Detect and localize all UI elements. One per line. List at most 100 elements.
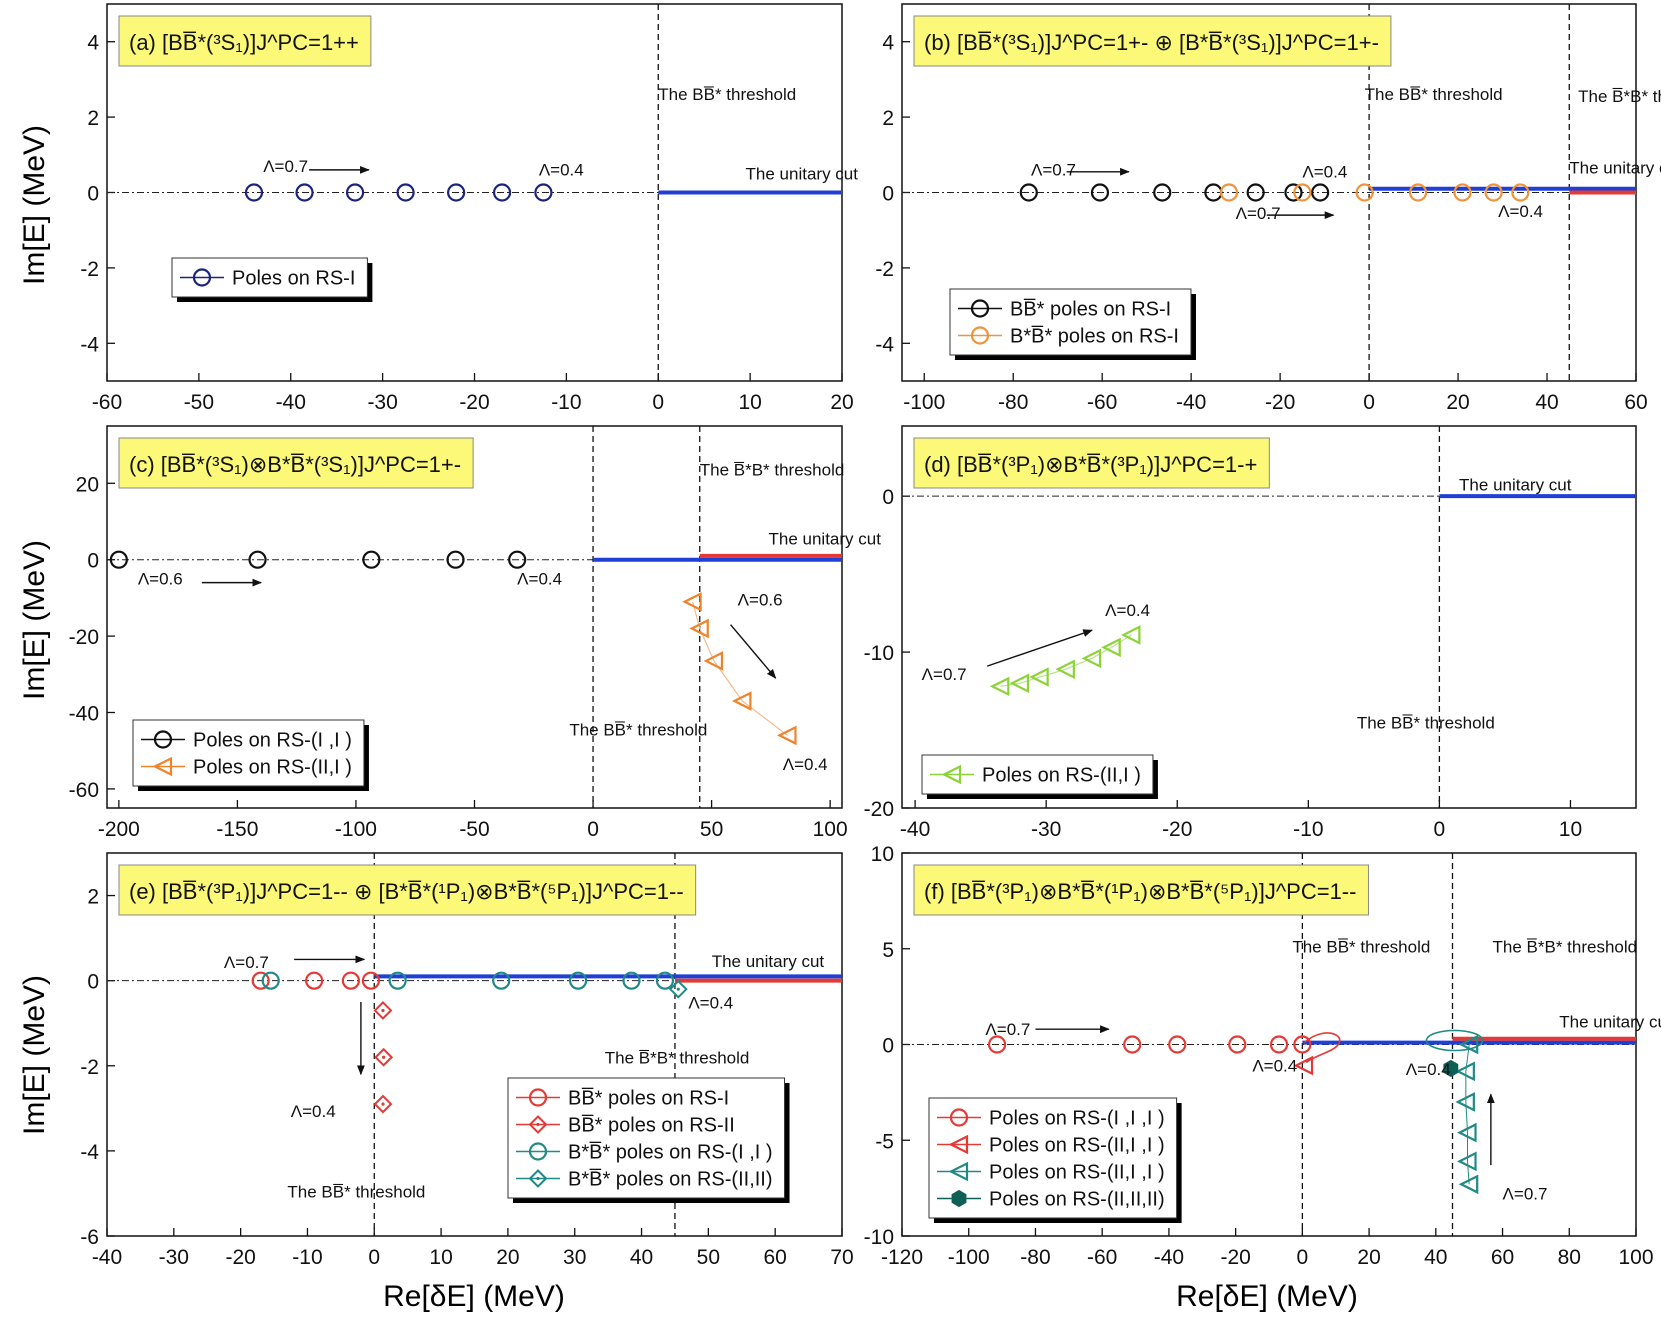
x-tick-label: 20	[496, 1246, 519, 1269]
annotation-0-4: Λ=0.4	[291, 1102, 336, 1121]
x-tick-label: -100	[948, 1246, 990, 1269]
series-poles-on-rs-ii-i-i	[1455, 1034, 1479, 1195]
title-box	[118, 15, 372, 67]
x-tick-label: -20	[459, 391, 489, 414]
x-tick-label: 80	[1558, 1246, 1581, 1269]
series-poles-on-rs-i	[244, 183, 553, 202]
data-point	[345, 183, 365, 202]
title-text: (a) [BB̅*(³S₁)]J^PC=1++	[129, 30, 359, 55]
x-tick-label: -20	[225, 1246, 255, 1269]
x-tick-label: -40	[900, 818, 930, 841]
y-tick-label: 2	[87, 886, 99, 909]
data-point	[1284, 183, 1303, 202]
data-point	[777, 725, 797, 746]
legend-marker	[153, 730, 173, 749]
data-point	[446, 550, 465, 569]
y-tick-label: 5	[882, 939, 894, 962]
panel-title: (a) [BB̅*(³S₁)]J^PC=1++	[118, 15, 372, 67]
x-tick-label: 20	[1357, 1246, 1380, 1269]
x-tick-label: 60	[1624, 391, 1647, 414]
x-tick-label: -60	[92, 391, 122, 414]
data-point	[447, 183, 466, 202]
data-point	[1457, 1122, 1477, 1143]
data-point	[731, 691, 752, 711]
data-point	[373, 1001, 393, 1020]
data-point	[1455, 1092, 1475, 1112]
y-tick-label: -4	[80, 333, 99, 356]
y-tick-label: 2	[87, 107, 99, 130]
x-tick-label: -20	[1162, 818, 1192, 841]
annotation-the-bb-threshold: The BB̅* threshold	[1357, 713, 1495, 732]
data-point	[1009, 673, 1030, 694]
x-tick-label: 0	[1297, 1246, 1309, 1269]
legend-label: Poles on RS-(II,II,II)	[989, 1189, 1165, 1211]
title-box	[913, 15, 1392, 67]
data-point	[244, 183, 264, 202]
annotation-the-bb-threshold: The BB̅* threshold	[569, 720, 707, 739]
panel-title: (e) [BB̅*(³P₁)]J^PC=1-- ⊕ [B*B̅*(¹P₁)⊗B*…	[118, 864, 697, 916]
data-point	[703, 651, 724, 671]
legend: Poles on RS-I	[171, 257, 373, 302]
annotation-0-4: Λ=0.4	[1498, 202, 1543, 221]
legend-marker	[948, 1134, 969, 1155]
legend-label: Poles on RS-(II,I )	[982, 765, 1141, 787]
legend-marker	[970, 326, 990, 345]
x-tick-label: 10	[1559, 818, 1582, 841]
direction-arrow	[730, 624, 777, 679]
annotation-0-4: Λ=0.4	[1302, 162, 1347, 181]
x-tick-label: -50	[184, 391, 214, 414]
data-point	[1457, 1151, 1477, 1172]
data-point	[361, 971, 381, 990]
title-text: (b) [BB̅*(³S₁)]J^PC=1+- ⊕ [B*B̅*(³S₁)]J^…	[924, 30, 1379, 55]
x-tick-label: -10	[292, 1246, 322, 1269]
data-point	[508, 550, 527, 569]
x-tick-label: -10	[1293, 818, 1323, 841]
legend-marker	[528, 1088, 548, 1107]
legend-marker	[528, 1169, 548, 1188]
x-tick-label: -120	[881, 1246, 923, 1269]
series-b-b-poles-on-rs-i-i	[261, 971, 675, 990]
data-point	[1453, 183, 1472, 202]
data-point	[622, 971, 641, 990]
legend-label: Poles on RS-(II,I )	[193, 757, 352, 779]
title-box	[913, 864, 1369, 916]
legend-label: BB̅* poles on RS-II	[568, 1114, 735, 1137]
annotation-the-b-b-threshold: The B̅*B* threshold	[1578, 87, 1661, 106]
annotation-0-4: Λ=0.4	[1252, 1056, 1297, 1075]
annotation-0-6: Λ=0.6	[138, 570, 183, 589]
data-point	[1101, 637, 1121, 658]
annotation-the-bb-threshold: The BB̅* threshold	[287, 1183, 425, 1202]
series-poles-on-rs-ii-i	[682, 591, 797, 746]
legend-label: B*B̅* poles on RS-I	[1010, 325, 1179, 348]
x-tick-label: 60	[764, 1246, 787, 1269]
legend-marker	[152, 756, 173, 777]
legend-label: Poles on RS-(I ,I ,I )	[989, 1108, 1165, 1130]
y-tick-label: -20	[864, 798, 894, 821]
x-tick-label: 40	[1535, 391, 1558, 414]
annotation-0-4: Λ=0.4	[539, 161, 584, 180]
data-point	[305, 971, 324, 990]
legend: BB̅* poles on RS-IBB̅* poles on RS-IIB*B…	[507, 1077, 790, 1203]
y-tick-label: 0	[882, 183, 894, 206]
annotation-0-7: Λ=0.7	[224, 953, 269, 972]
title-text: (e) [BB̅*(³P₁)]J^PC=1-- ⊕ [B*B̅*(¹P₁)⊗B*…	[129, 879, 684, 904]
x-tick-label: 10	[429, 1246, 452, 1269]
annotation-0-7: Λ=0.7	[1031, 161, 1076, 180]
x-tick-label: 100	[813, 818, 848, 841]
y-tick-label: -4	[875, 333, 894, 356]
data-point	[655, 971, 675, 990]
annotation-the-unitary-cut: The unitary cut	[1459, 476, 1572, 495]
x-tick-label: 40	[630, 1246, 653, 1269]
title-box	[118, 864, 697, 916]
legend-marker	[528, 1142, 548, 1161]
xlabel-right: Re[δE] (MeV)	[1176, 1280, 1358, 1313]
panel-title: (b) [BB̅*(³S₁)]J^PC=1+- ⊕ [B*B̅*(³S₁)]J^…	[913, 15, 1392, 67]
series-bb-poles-on-rs-i	[1019, 183, 1330, 202]
panel-title: (c) [BB̅*(³S₁)⊗B*B̅*(³S₁)]J^PC=1+-	[118, 437, 474, 489]
data-point	[987, 1035, 1007, 1054]
x-tick-label: -20	[1220, 1246, 1250, 1269]
x-tick-label: 0	[1363, 391, 1375, 414]
